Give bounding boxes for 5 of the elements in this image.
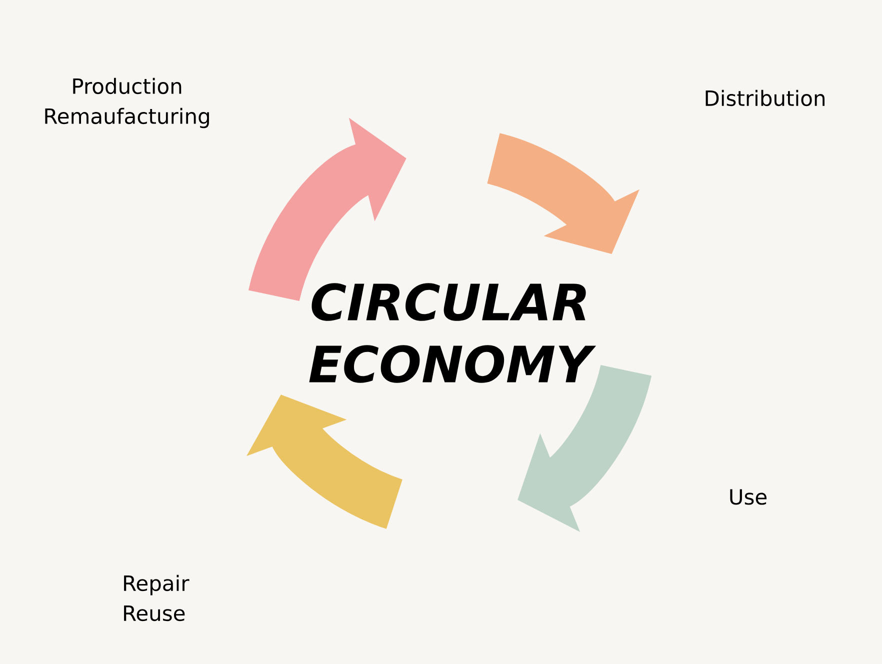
- title: CIRCULAR ECONOMY: [309, 283, 596, 383]
- stage-label: Distribution: [706, 90, 824, 106]
- stage-label: Repair Reuse: [124, 574, 190, 622]
- stage-label: Production Remaufacturing: [45, 78, 209, 128]
- stage-label: Use: [730, 489, 767, 505]
